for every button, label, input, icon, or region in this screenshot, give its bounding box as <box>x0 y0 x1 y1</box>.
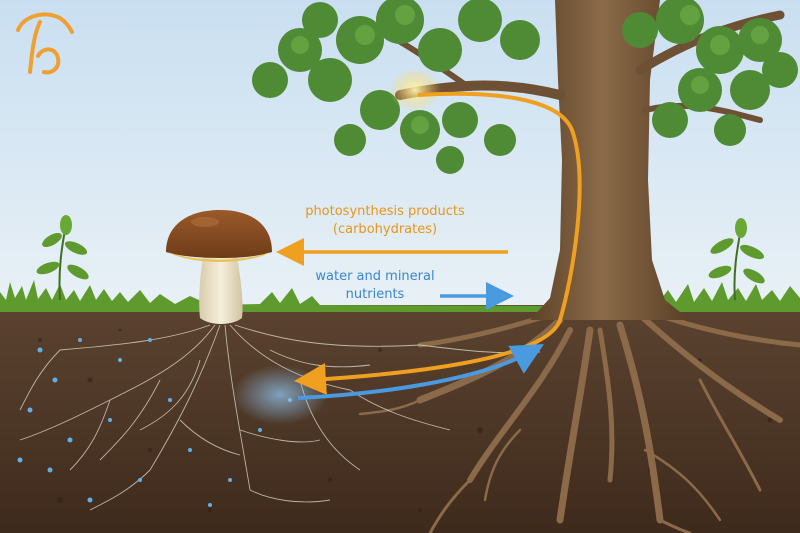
water-glow <box>232 365 328 425</box>
sunlight-glow <box>389 68 441 112</box>
water-label: water and mineral nutrients <box>314 268 436 304</box>
water-label-line2: nutrients <box>314 286 436 304</box>
carbohydrates-label-line2: (carbohydrates) <box>300 221 470 239</box>
carbohydrates-label: photosynthesis products (carbohydrates) <box>300 203 470 239</box>
carbohydrates-label-line1: photosynthesis products <box>300 203 470 221</box>
water-label-line1: water and mineral <box>314 268 436 286</box>
soil <box>0 305 800 533</box>
